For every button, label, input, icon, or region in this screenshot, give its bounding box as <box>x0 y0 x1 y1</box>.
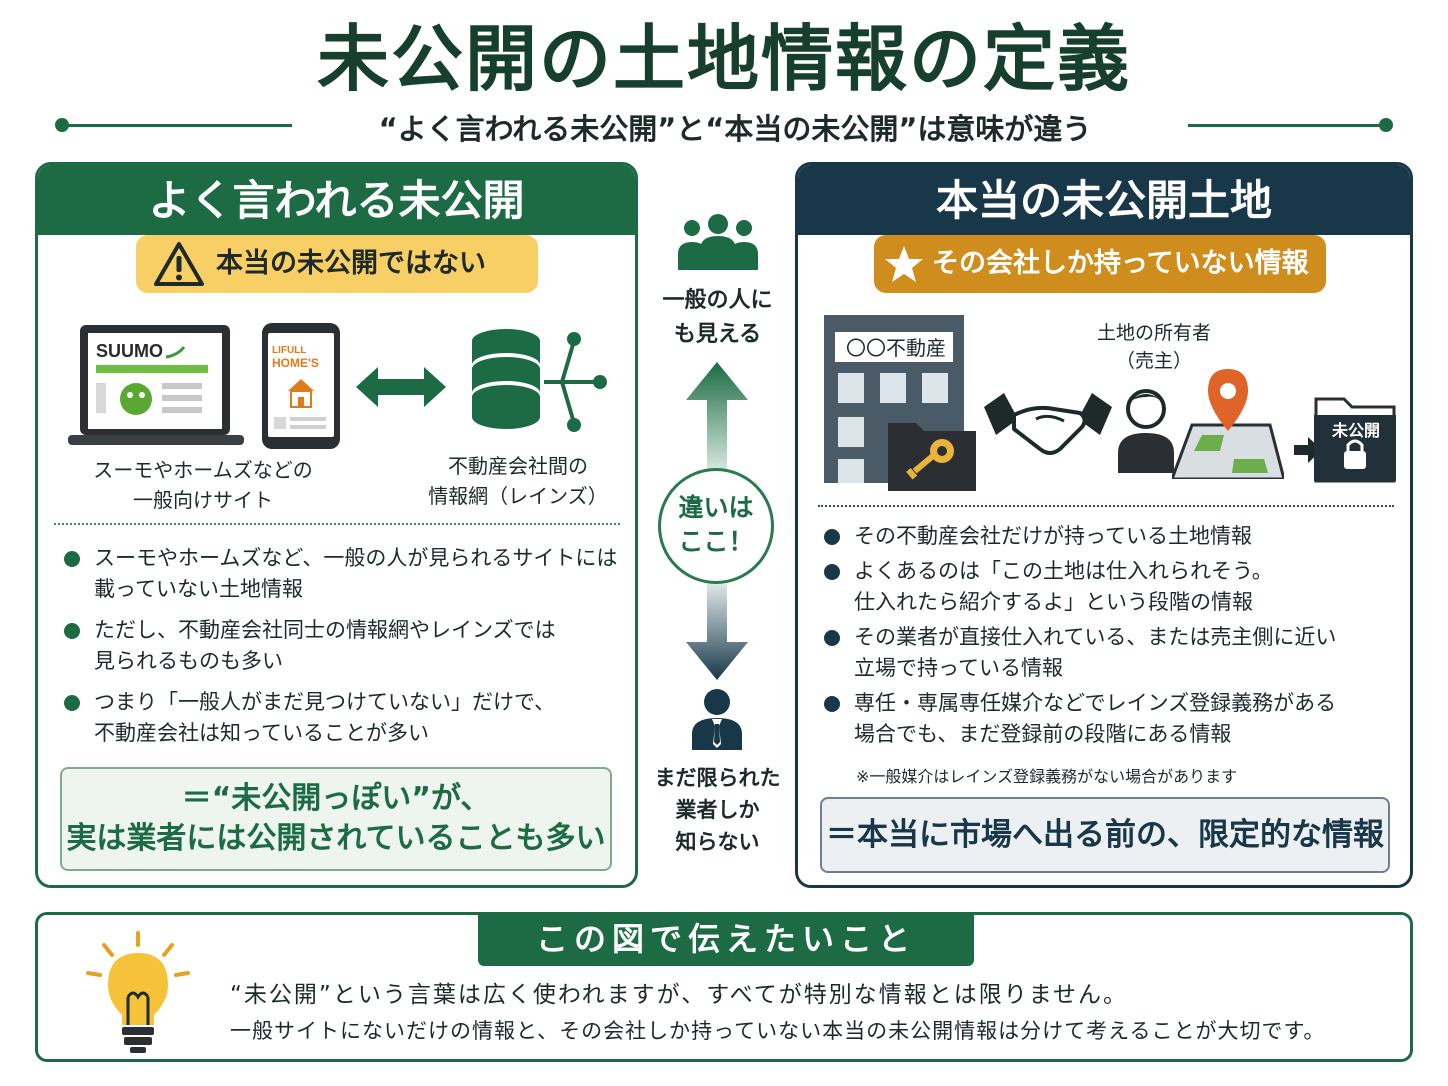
visible-line2: も見える <box>673 322 762 347</box>
network-caption-line1: 不動産会社間の <box>448 454 588 478</box>
bullet-line: 見られるものも多い <box>94 649 283 673</box>
bullet-line: よくあるのは「この土地は仕入れられそう。 <box>854 559 1273 583</box>
circle-line2: ここ！ <box>678 527 754 556</box>
list-item: その不動産会社だけが持っている土地情報 <box>820 521 1400 552</box>
right-star-badge: その会社しか持っていない情報 <box>874 235 1326 293</box>
sites-caption: スーモやホームズなどの 一般向けサイト <box>68 455 338 515</box>
left-conclusion-line2: 実は業者には公開されていることも多い <box>66 821 606 856</box>
star-icon <box>885 246 923 282</box>
left-warning-badge: 本当の未公開ではない <box>136 235 538 293</box>
key-message-header: この図で伝えたいこと <box>478 912 974 966</box>
building-sign-text: 〇〇不動産 <box>846 336 946 360</box>
bullet-line: つまり「一般人がまだ見つけていない」だけで、 <box>94 690 556 714</box>
lifull-logo-line1: LIFULL <box>272 345 306 356</box>
folder-key-icon <box>888 423 976 491</box>
left-bullet-list: スーモやホームズなど、一般の人が見られるサイトには 載っていない土地情報 ただし… <box>60 543 620 759</box>
owner-caption: 土地の所有者 （売主） <box>1074 319 1234 375</box>
bullet-line: 専任・専属専任媒介などでレインズ登録義務がある <box>854 691 1337 715</box>
subtitle-line-right <box>1188 124 1388 127</box>
page-subtitle: “よく言われる未公開”と“本当の未公開”は意味が違う <box>378 112 1092 146</box>
bullet-line: 仕入れたら紹介するよ」という段階の情報 <box>854 590 1253 614</box>
folder-label: 未公開 <box>1331 421 1380 440</box>
warning-icon <box>154 242 204 286</box>
bullet-line: 載っていない土地情報 <box>94 577 303 601</box>
handshake-icon <box>984 393 1112 455</box>
left-conclusion-box: ＝“未公開っぽい”が、 実は業者には公開されていることも多い <box>60 767 612 871</box>
true-unlisted-panel: 本当の未公開土地 その会社しか持っていない情報 〇〇不動産 土地の所有者 （売主… <box>795 162 1413 888</box>
bullet-line: 場合でも、まだ登録前の段階にある情報 <box>854 722 1232 746</box>
left-conclusion-line1: ＝“未公開っぽい”が、 <box>181 781 491 816</box>
circle-line1: 違いは <box>678 493 754 522</box>
footnote: ※一般媒介はレインズ登録義務がない場合があります <box>856 767 1238 786</box>
map-pin-icon <box>1172 369 1284 479</box>
phone-site-icon: LIFULL HOME'S <box>262 323 340 449</box>
bullet-line: その業者が直接仕入れている、または売主側に近い <box>854 625 1337 649</box>
bullet-line: ただし、不動産会社同士の情報網やレインズでは <box>94 618 556 642</box>
limited-line1: まだ限られた <box>654 766 781 790</box>
limited-line2: 業者しか <box>675 798 760 822</box>
bullet-line: 立場で持っている情報 <box>854 656 1063 680</box>
owner-line1: 土地の所有者 <box>1096 322 1211 344</box>
subtitle-dot-right <box>1379 118 1393 132</box>
suumo-logo: SUUMO <box>96 341 163 361</box>
business-person-icon <box>692 689 742 750</box>
sites-caption-line1: スーモやホームズなどの <box>93 458 313 482</box>
subtitle-row: “よく言われる未公開”と“本当の未公開”は意味が違う <box>55 104 1393 146</box>
page-title: 未公開の土地情報の定義 <box>316 17 1131 101</box>
owner-line2: （売主） <box>1115 350 1192 372</box>
double-arrow-icon <box>356 367 446 407</box>
right-divider <box>818 505 1394 507</box>
right-conclusion-box: ＝本当に市場へ出る前の、限定的な情報 <box>820 797 1390 873</box>
center-comparison-column: 一般の人に も見える 違いは ここ！ まだ限られた 業者しか 知らない <box>640 200 795 880</box>
left-panel-header: よく言われる未公開 <box>38 165 635 235</box>
network-caption-line2: 情報網（レインズ） <box>428 484 608 508</box>
people-group-icon <box>678 214 758 270</box>
bullet-line: スーモやホームズなど、一般の人が見られるサイトには <box>94 546 618 570</box>
lifull-logo-line2: HOME'S <box>272 356 319 370</box>
difference-here-circle: 違いは ここ！ <box>658 468 774 584</box>
key-message-line1: “未公開”という言葉は広く使われますが、すべてが特別な情報とは限りません。 <box>230 982 1129 1008</box>
list-item: その業者が直接仕入れている、または売主側に近い 立場で持っている情報 <box>820 622 1400 684</box>
laptop-site-icon: SUUMO <box>68 325 244 445</box>
right-panel-header: 本当の未公開土地 <box>798 165 1410 235</box>
key-message-box: この図で伝えたいこと “未公開”という言葉は広く使われますが、すべてが特別な情報… <box>35 912 1413 1062</box>
list-item: スーモやホームズなど、一般の人が見られるサイトには 載っていない土地情報 <box>60 543 620 605</box>
common-unlisted-panel: よく言われる未公開 本当の未公開ではない SUUMO LIFULL HOME'S <box>35 162 638 888</box>
visible-to-public-text: 一般の人に も見える <box>640 284 795 352</box>
list-item: ただし、不動産会社同士の情報網やレインズでは 見られるものも多い <box>60 615 620 677</box>
key-message-line2: 一般サイトにないだけの情報と、その会社しか持っていない本当の未公開情報は分けて考… <box>230 1019 1326 1043</box>
up-arrow-icon <box>686 362 748 470</box>
bullet-line: 不動産会社は知っていることが多い <box>94 721 429 745</box>
database-network-icon <box>472 329 607 432</box>
lightbulb-icon <box>86 931 190 1053</box>
list-item: よくあるのは「この土地は仕入れられそう。 仕入れたら紹介するよ」という段階の情報 <box>820 556 1400 618</box>
down-arrow-icon <box>686 584 748 680</box>
right-badge-label: その会社しか持っていない情報 <box>932 248 1309 279</box>
limited-dealers-text: まだ限られた 業者しか 知らない <box>640 762 795 858</box>
sites-caption-line2: 一般向けサイト <box>133 488 273 512</box>
visible-line1: 一般の人に <box>662 288 773 313</box>
list-item: つまり「一般人がまだ見つけていない」だけで、 不動産会社は知っていることが多い <box>60 687 620 749</box>
owner-person-icon <box>1118 389 1174 473</box>
network-caption: 不動産会社間の 情報網（レインズ） <box>408 451 628 511</box>
left-badge-label: 本当の未公開ではない <box>216 248 486 279</box>
locked-folder-icon <box>1314 397 1396 483</box>
right-bullet-list: その不動産会社だけが持っている土地情報 よくあるのは「この土地は仕入れられそう。… <box>820 521 1400 754</box>
list-item: 専任・専属専任媒介などでレインズ登録義務がある 場合でも、まだ登録前の段階にある… <box>820 688 1400 750</box>
limited-line3: 知らない <box>675 830 760 854</box>
left-divider <box>54 523 620 525</box>
bullet-line: その不動産会社だけが持っている土地情報 <box>854 524 1252 548</box>
subtitle-line-left <box>60 124 292 127</box>
